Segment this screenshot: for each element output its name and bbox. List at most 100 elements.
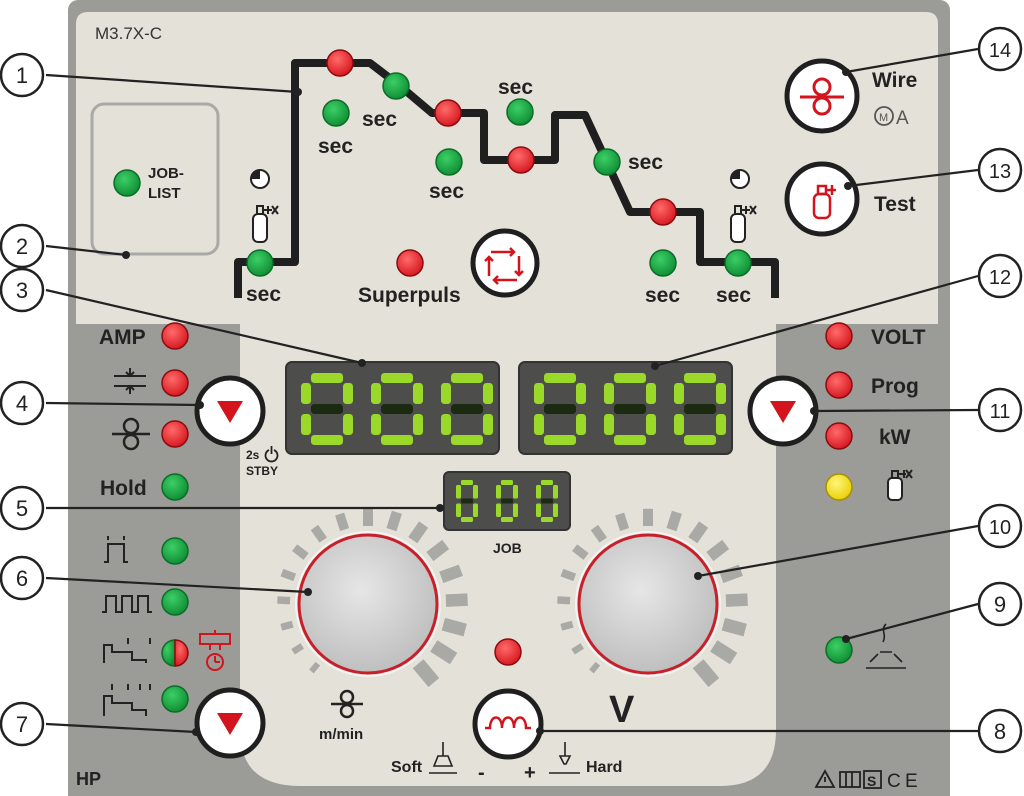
soft-arc-icon	[429, 742, 457, 774]
wire-speed-led	[161, 420, 189, 448]
superpuls-led	[396, 249, 424, 277]
display-segment	[536, 485, 541, 499]
special-4-step-icon	[103, 684, 151, 716]
display-segment	[646, 414, 656, 435]
parameter-select-right-button[interactable]	[747, 375, 819, 447]
prog-label: Prog	[871, 375, 919, 398]
test-label: Test	[874, 193, 916, 216]
display-segment	[461, 480, 473, 485]
scale-tick	[310, 524, 327, 543]
scale-tick	[335, 512, 350, 532]
choke-button[interactable]	[472, 688, 544, 760]
scale-tick	[445, 593, 468, 607]
stby-label: STBY	[246, 464, 278, 478]
knob-scale-left	[277, 508, 468, 687]
sequence-led	[326, 49, 354, 77]
scale-tick	[291, 643, 304, 655]
display-segment	[311, 373, 343, 383]
sequence-led	[434, 99, 462, 127]
display-segment	[576, 383, 586, 404]
scale-tick	[441, 617, 467, 637]
callout-label: 10	[989, 517, 1011, 539]
power-icon	[264, 446, 279, 463]
scale-tick	[408, 521, 429, 544]
display-segment	[301, 383, 311, 404]
callout-label: 13	[989, 161, 1011, 183]
display-segment	[371, 414, 381, 435]
gas-test-icon	[812, 184, 836, 220]
torch-arc-icon	[866, 623, 906, 669]
svg-text:A: A	[896, 108, 909, 129]
callout-label: 4	[16, 391, 28, 416]
display-segment	[381, 435, 413, 445]
display-segment	[501, 480, 513, 485]
minus-label: -	[478, 762, 485, 784]
callout-14: 14	[977, 26, 1023, 72]
kw-label: kW	[879, 426, 911, 449]
welding-sequence-line	[234, 59, 779, 298]
scale-tick	[280, 620, 294, 631]
item-9-led	[825, 636, 853, 664]
display-segment	[451, 435, 483, 445]
scale-tick	[426, 539, 450, 562]
motor-ampere-icon: M A	[874, 106, 909, 129]
sec-label: sec	[362, 108, 397, 131]
scale-tick	[615, 512, 630, 532]
display-segment	[541, 517, 553, 522]
display-segment	[483, 383, 493, 404]
voltage-unit: V	[609, 689, 635, 731]
timer-icon	[730, 169, 750, 189]
wire-speed-knob[interactable]	[295, 531, 441, 677]
callout-8: 8	[977, 708, 1023, 754]
soft-label: Soft	[391, 759, 423, 776]
display-segment	[501, 498, 513, 504]
display-segment	[413, 383, 423, 404]
timer-icon	[250, 169, 270, 189]
hold-led	[161, 473, 189, 501]
display-segment	[684, 373, 716, 383]
display-segment	[541, 480, 553, 485]
parameter-select-left-button[interactable]	[194, 375, 266, 447]
display-segment	[534, 383, 544, 404]
display-segment	[544, 404, 576, 414]
sec-label: sec	[429, 180, 464, 203]
display-segment	[614, 373, 646, 383]
display-job-digits	[456, 480, 558, 522]
scale-tick	[560, 620, 574, 631]
svg-text:E: E	[905, 771, 918, 792]
knob-scale-right	[557, 508, 748, 687]
display-segment	[343, 414, 353, 435]
spot-weld-icon	[199, 630, 231, 671]
callout-label: 7	[16, 712, 28, 737]
display-segment	[536, 503, 541, 517]
sequence-led	[435, 148, 463, 176]
callout-3: 3	[0, 267, 45, 313]
callout-9: 9	[977, 581, 1023, 627]
sec-label: sec	[628, 151, 663, 174]
scale-tick	[719, 564, 743, 583]
callout-2: 2	[0, 223, 45, 269]
display-segment	[496, 485, 501, 499]
scale-tick	[571, 643, 584, 655]
gas-test-button[interactable]	[784, 161, 860, 237]
scale-tick	[572, 544, 589, 560]
callout-10: 10	[977, 503, 1023, 549]
split-led	[161, 639, 189, 667]
wire-inching-button[interactable]	[784, 58, 860, 134]
wire-label: Wire	[872, 69, 917, 92]
kw-led	[825, 422, 853, 450]
display-segment	[456, 503, 461, 517]
svg-text:C: C	[887, 771, 901, 792]
callout-11: 11	[977, 387, 1023, 433]
display-segment	[614, 404, 646, 414]
sequence-led	[506, 98, 534, 126]
amp-label: AMP	[99, 326, 146, 349]
display-segment	[513, 503, 518, 517]
plus-label: +	[524, 762, 536, 784]
mode-select-button[interactable]	[194, 687, 266, 759]
superpuls-button[interactable]	[470, 228, 540, 298]
voltage-knob[interactable]	[575, 531, 721, 677]
callout-dots	[122, 68, 852, 736]
display-right-digits	[534, 373, 726, 445]
